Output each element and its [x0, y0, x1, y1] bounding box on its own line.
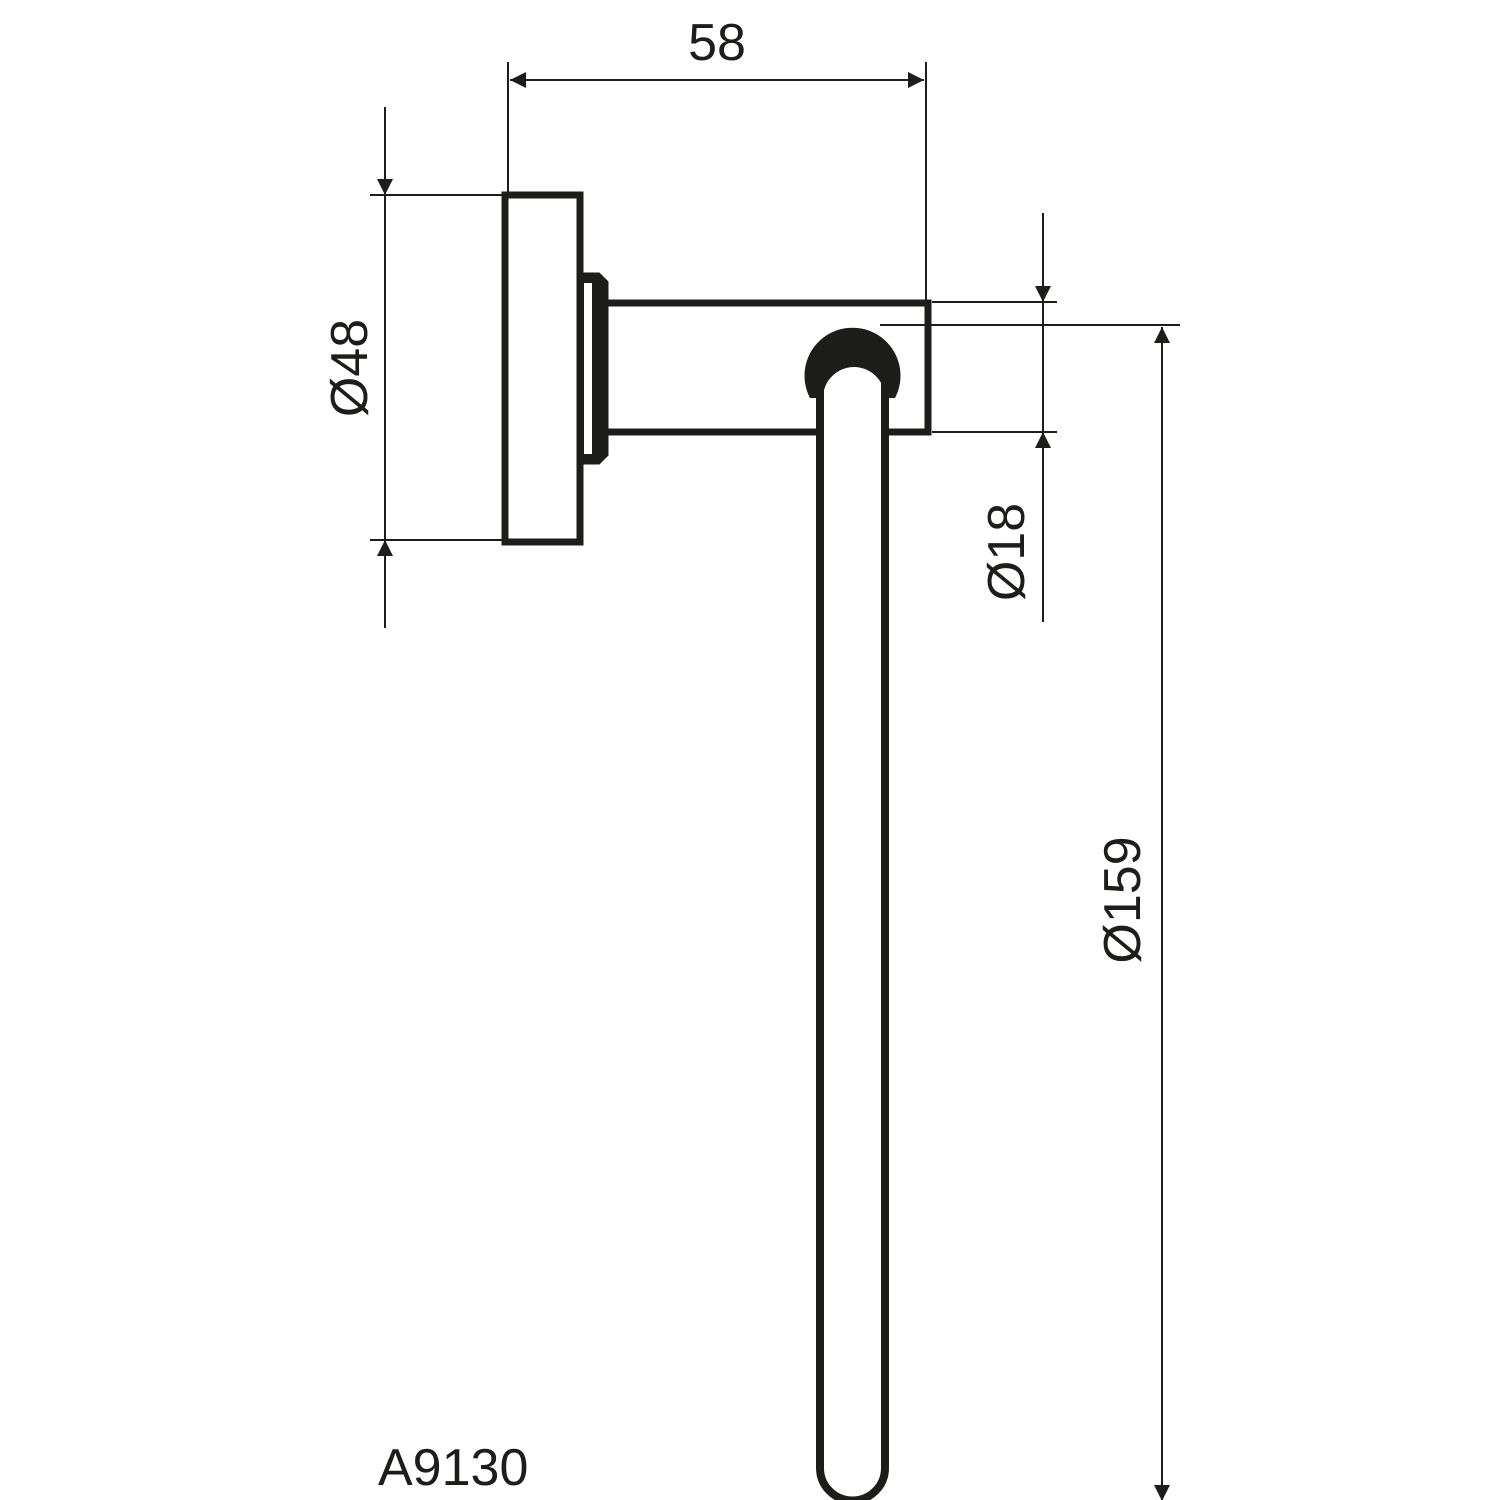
dim-label-58: 58: [688, 14, 746, 72]
ring-cap: [804, 327, 901, 398]
dim-label-48: Ø48: [321, 319, 379, 417]
dim-label-159: Ø159: [1094, 836, 1152, 963]
ring-bar: [816, 380, 889, 1500]
model-code: A9130: [378, 1439, 528, 1497]
wall-plate: [501, 191, 584, 546]
dim-label-18: Ø18: [978, 503, 1036, 601]
arm: [606, 299, 932, 436]
